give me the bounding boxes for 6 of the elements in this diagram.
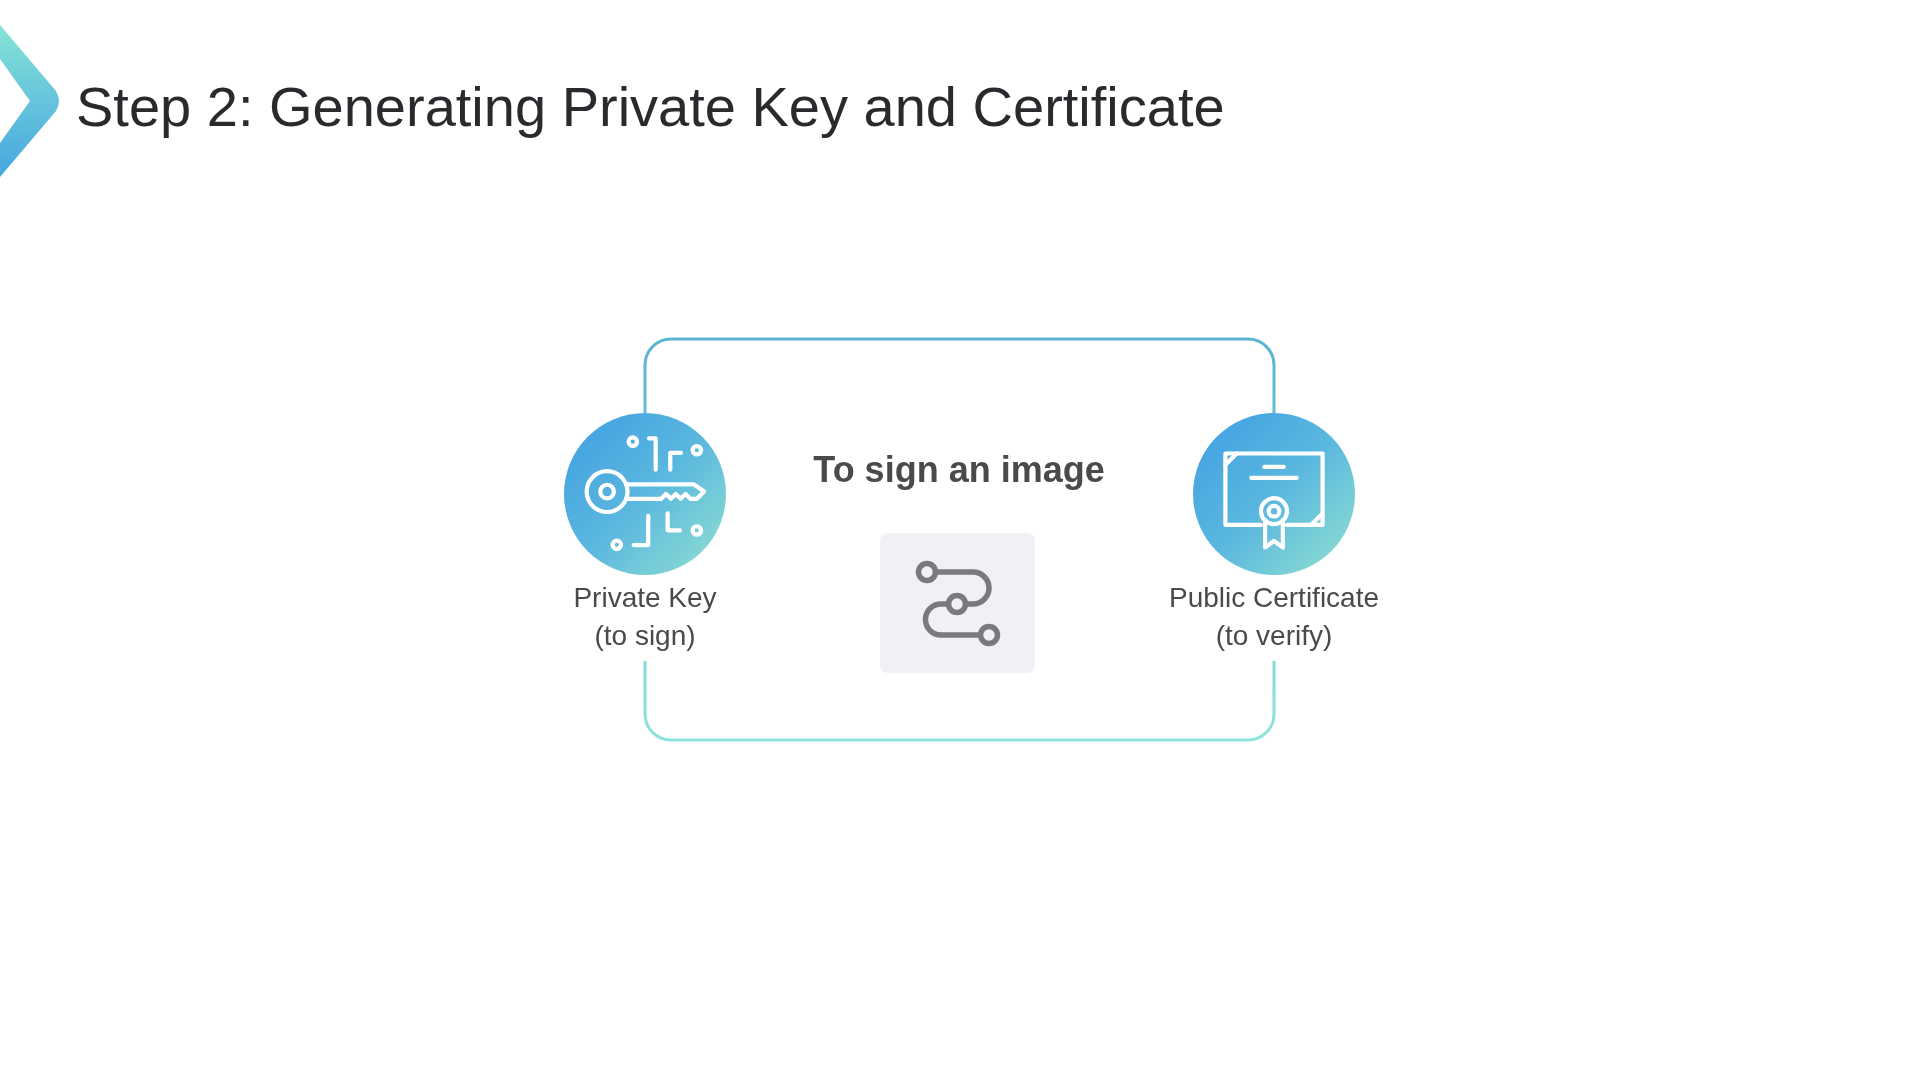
connector-line <box>643 661 1276 742</box>
node-label: Private Key (to sign) <box>572 581 718 653</box>
slide-title: Step 2: Generating Private Key and Certificate <box>76 74 1225 140</box>
connector-line <box>643 337 1276 413</box>
section-heading: To sign an image <box>813 448 1105 492</box>
node-label: Public Certificate (to verify) <box>1167 581 1381 653</box>
